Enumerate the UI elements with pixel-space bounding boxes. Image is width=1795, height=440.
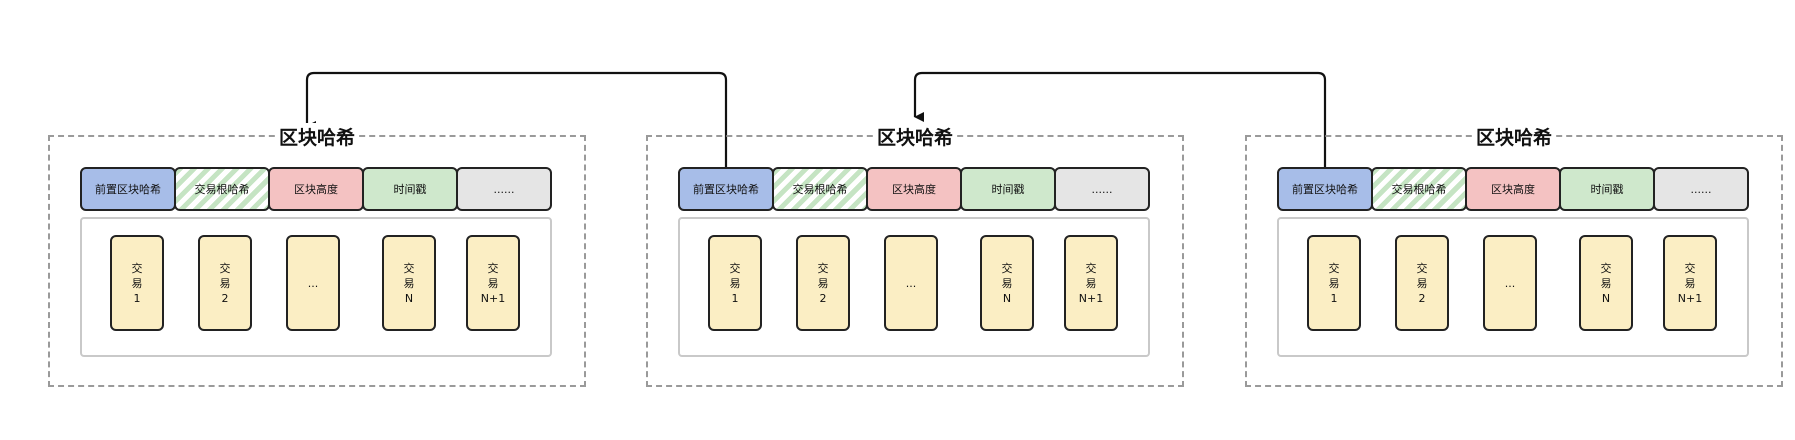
block-title: 区块哈希 [1471, 123, 1557, 150]
more-fields: ...... [1653, 167, 1749, 211]
more-fields: ...... [1054, 167, 1150, 211]
block-header: 前置区块哈希 交易根哈希 区块高度 时间戳 ...... [80, 167, 552, 211]
arrow-block2-to-block1 [305, 71, 728, 167]
transaction-ellipsis: ... [1483, 235, 1537, 331]
timestamp-field: 时间戳 [362, 167, 458, 211]
timestamp-field: 时间戳 [1559, 167, 1655, 211]
block-title: 区块哈希 [274, 123, 360, 150]
transaction-ellipsis: ... [286, 235, 340, 331]
tx-root-hash-field: 交易根哈希 [772, 167, 868, 211]
prev-block-hash-field: 前置区块哈希 [678, 167, 774, 211]
block-header: 前置区块哈希 交易根哈希 区块高度 时间戳 ...... [1277, 167, 1749, 211]
timestamp-field: 时间戳 [960, 167, 1056, 211]
transaction-ellipsis: ... [884, 235, 938, 331]
block-title: 区块哈希 [872, 123, 958, 150]
block-header: 前置区块哈希 交易根哈希 区块高度 时间戳 ...... [678, 167, 1150, 211]
block-height-field: 区块高度 [268, 167, 364, 211]
prev-block-hash-field: 前置区块哈希 [80, 167, 176, 211]
tx-root-hash-field: 交易根哈希 [1371, 167, 1467, 211]
more-fields: ...... [456, 167, 552, 211]
block-height-field: 区块高度 [1465, 167, 1561, 211]
arrow-block3-to-block2 [913, 71, 1327, 167]
block-height-field: 区块高度 [866, 167, 962, 211]
tx-root-hash-field: 交易根哈希 [174, 167, 270, 211]
prev-block-hash-field: 前置区块哈希 [1277, 167, 1373, 211]
